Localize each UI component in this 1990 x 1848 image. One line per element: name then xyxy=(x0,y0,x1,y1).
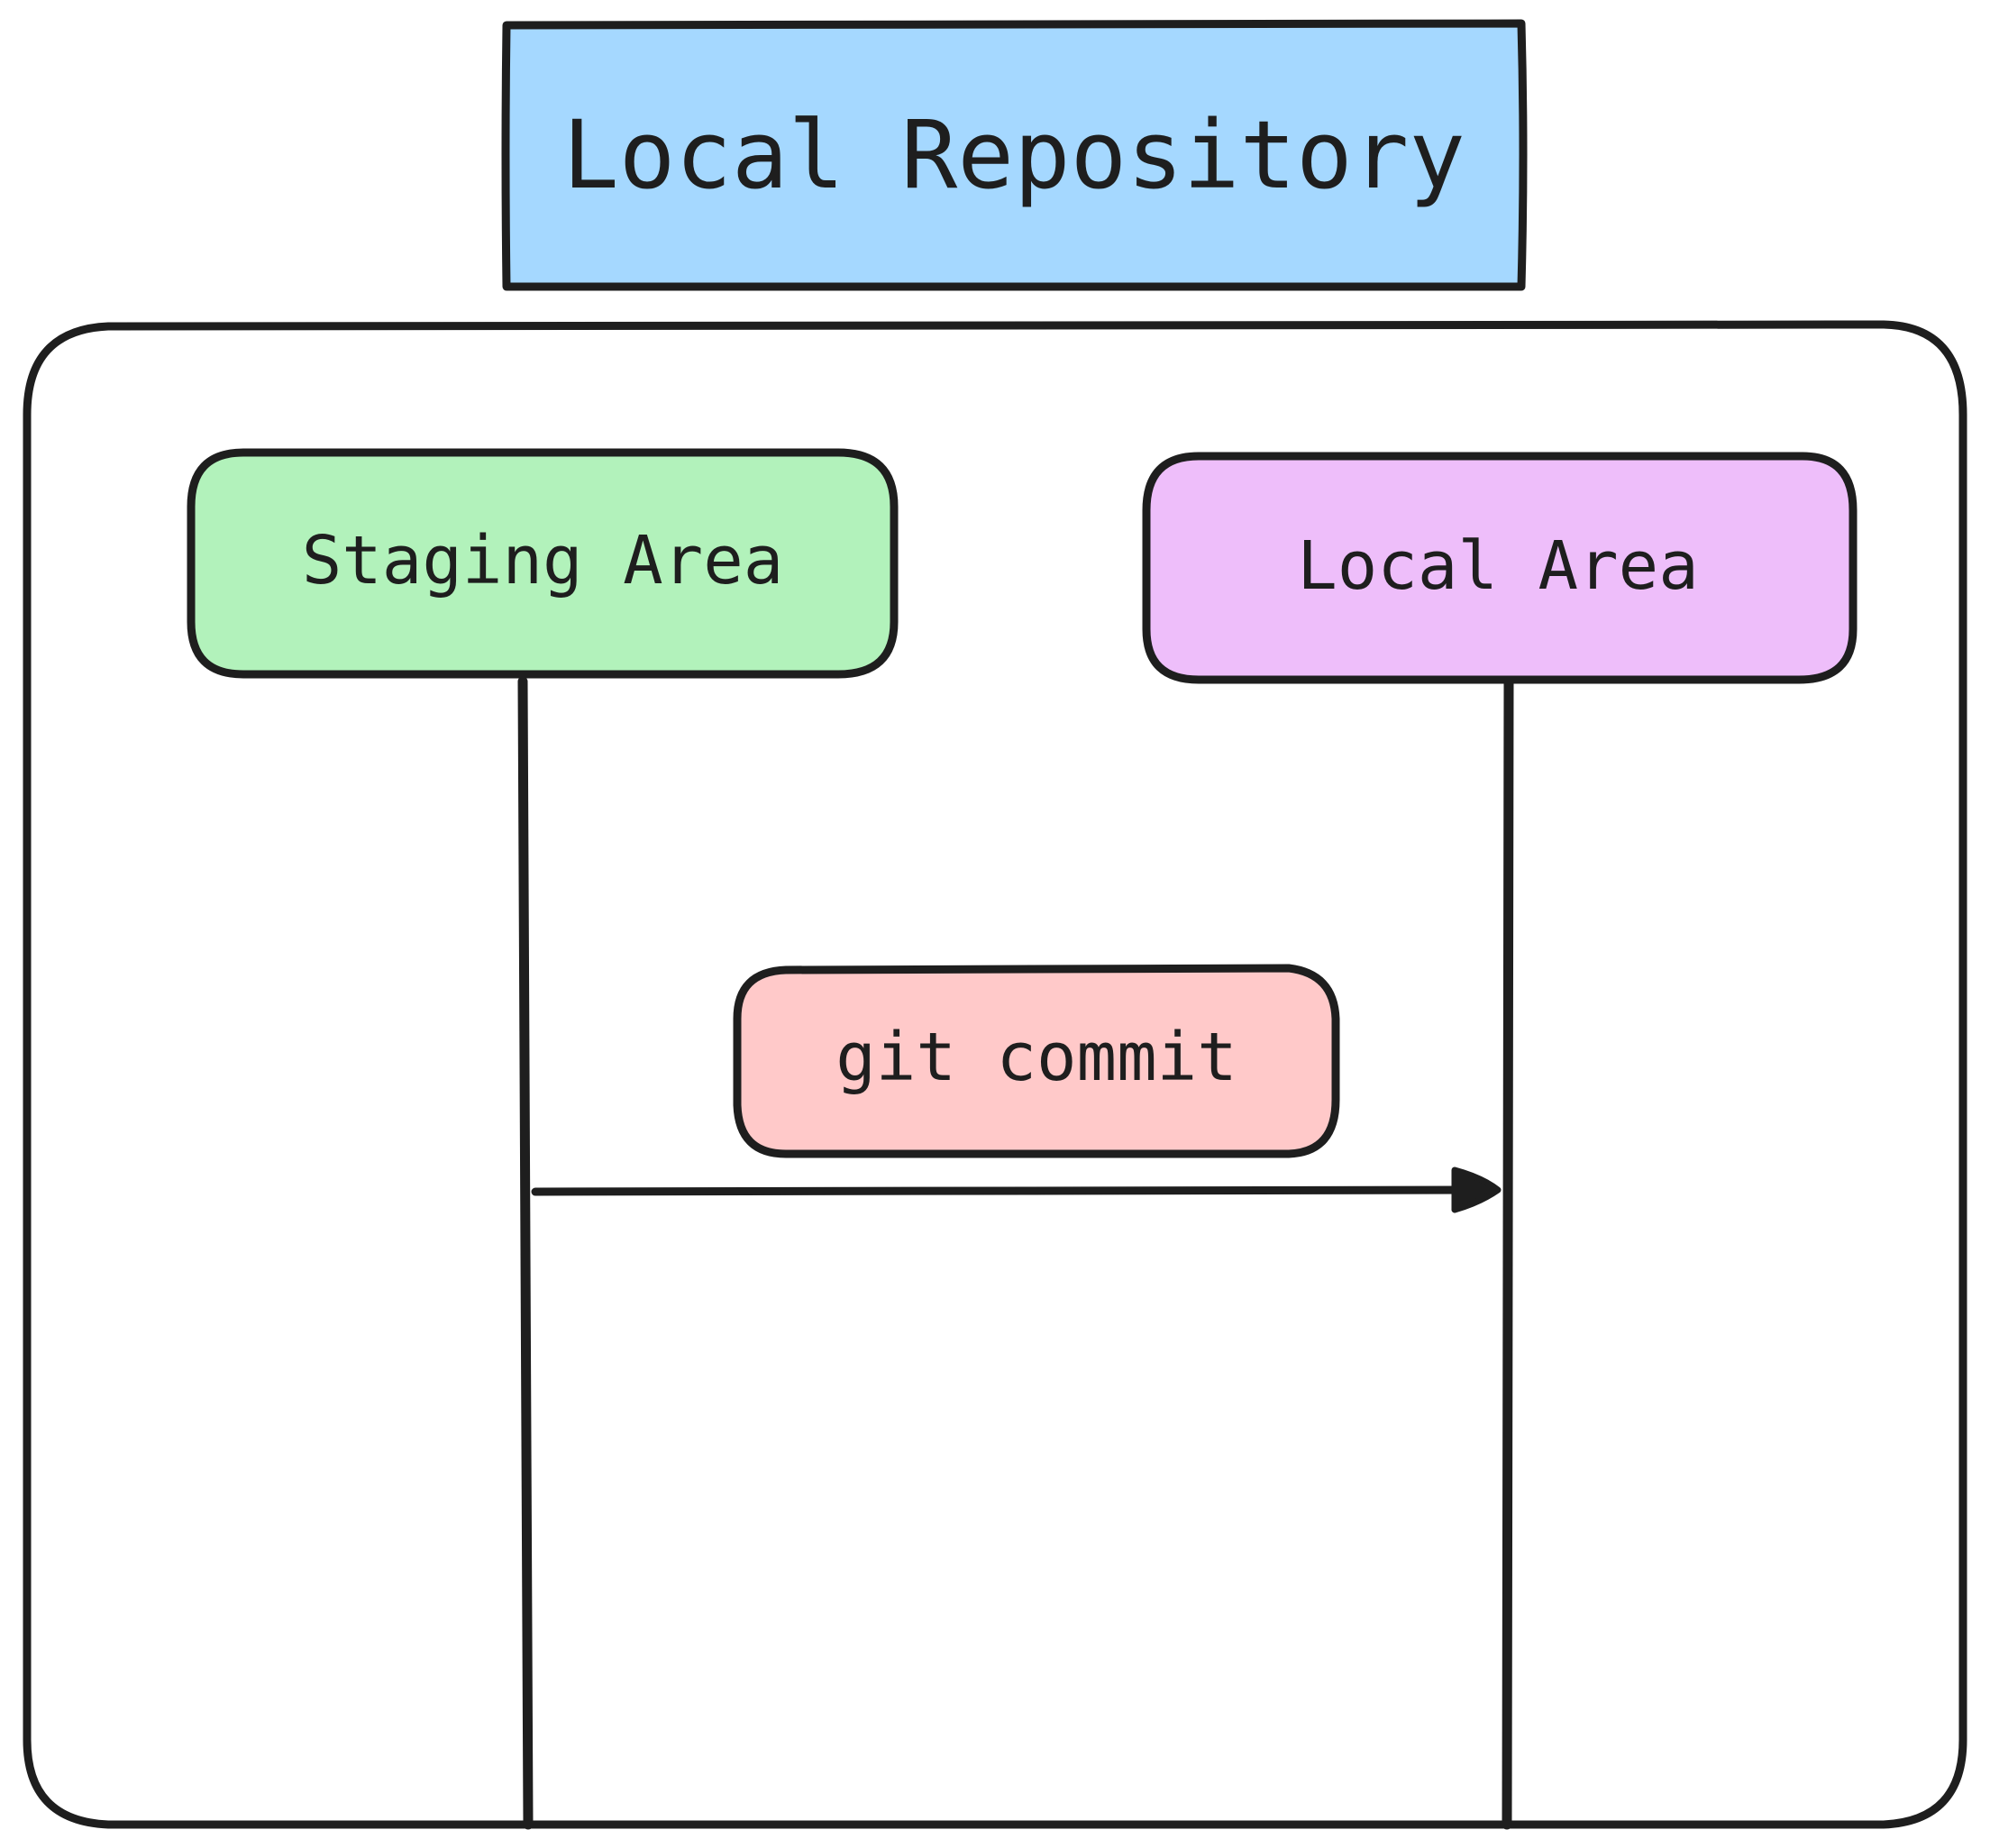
local-area-label: Local Area xyxy=(1297,527,1699,605)
title-box: Local Repository xyxy=(501,19,1528,291)
staging-area-box: Staging Area xyxy=(187,448,899,679)
git-commit-shape xyxy=(733,964,1340,1158)
git-commit-box: git commit xyxy=(733,964,1340,1158)
repository-container xyxy=(23,320,1967,1829)
staging-area-lifeline xyxy=(517,676,534,1830)
title-label: Local Repository xyxy=(562,100,1465,210)
commit-arrow xyxy=(531,1166,1502,1213)
commit-arrow-line xyxy=(531,1185,1474,1196)
title-box-shape xyxy=(501,19,1528,291)
local-area-lifeline xyxy=(1502,678,1514,1830)
staging-area-shape xyxy=(187,448,899,679)
git-commit-label: git commit xyxy=(835,1019,1237,1096)
staging-area-label: Staging Area xyxy=(302,522,784,599)
commit-arrowhead xyxy=(1451,1166,1502,1213)
local-area-box: Local Area xyxy=(1142,452,1858,684)
local-area-shape xyxy=(1142,452,1858,684)
